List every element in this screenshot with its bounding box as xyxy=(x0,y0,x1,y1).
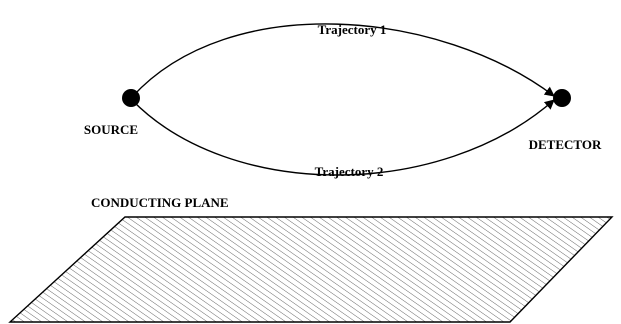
detector-label: DETECTOR xyxy=(529,137,602,152)
trajectory-1-path xyxy=(131,23,555,98)
conducting-plane-label: CONDUCTING PLANE xyxy=(91,195,229,210)
source-label: SOURCE xyxy=(84,122,138,137)
trajectory-2-label: Trajectory 2 xyxy=(315,164,384,179)
conducting-plane xyxy=(10,217,612,322)
detector-node xyxy=(553,89,571,107)
conducting-plane-outline xyxy=(8,216,614,323)
trajectory-2-path xyxy=(131,99,555,176)
trajectory-1-label: Trajectory 1 xyxy=(318,22,387,37)
source-node xyxy=(122,89,140,107)
